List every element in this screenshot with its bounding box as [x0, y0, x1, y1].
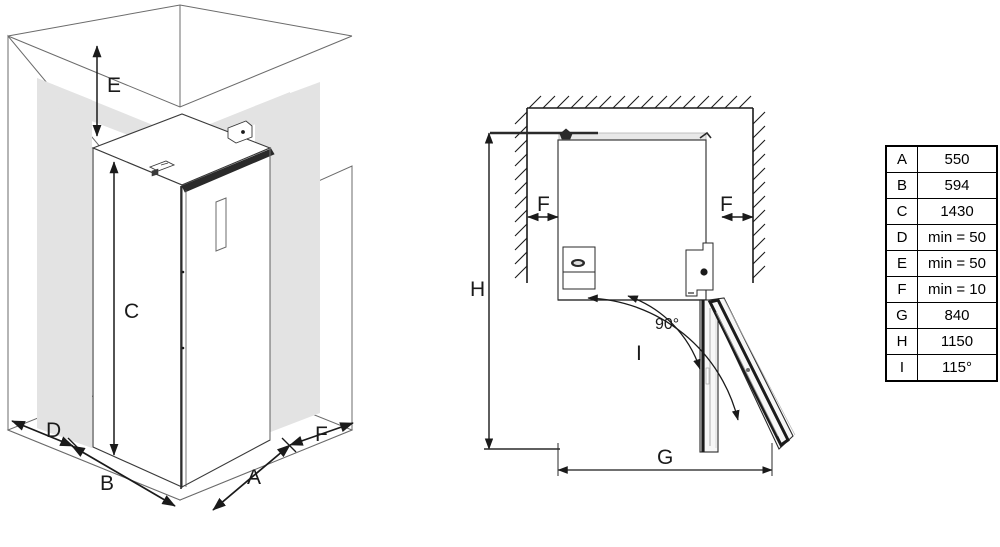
spec-value-G: 840: [917, 302, 998, 329]
wall-hatching-right: [752, 111, 766, 279]
dimension-label-B: B: [100, 472, 114, 495]
spec-key-I: I: [885, 354, 918, 382]
dimension-D: D: [11, 419, 83, 453]
spec-value-H: 1150: [917, 328, 998, 355]
dimension-label-C: C: [124, 300, 139, 323]
wall-hatching-top: [527, 95, 753, 109]
spec-value-B: 594: [917, 172, 998, 199]
swing-arc-115: I: [587, 294, 740, 421]
dimension-C: C: [109, 161, 139, 456]
spec-key-D: D: [885, 224, 918, 251]
spec-key-E: E: [885, 250, 918, 277]
dimension-label-I: I: [636, 342, 642, 365]
dimension-label-F-left: F: [537, 193, 550, 216]
spec-key-A: A: [885, 145, 918, 173]
dimension-F-left: F: [527, 193, 559, 222]
spec-key-G: G: [885, 302, 918, 329]
dimension-spec-table: A 550 B 594 C 1430 D min = 50 E min = 50…: [885, 145, 998, 382]
dimension-A: A: [212, 437, 297, 511]
spec-key-F: F: [885, 276, 918, 303]
dimension-B: B: [71, 445, 176, 507]
table-row: B 594: [885, 172, 998, 199]
table-row: C 1430: [885, 198, 998, 225]
dimension-F-iso: F: [289, 422, 354, 446]
top-plan-view: 90° I H F F: [470, 95, 796, 476]
dimension-label-D: D: [46, 419, 61, 442]
spec-key-C: C: [885, 198, 918, 225]
dimension-label-A: A: [247, 466, 261, 489]
appliance-plan-body: [490, 128, 714, 301]
dimension-label-H: H: [470, 278, 485, 301]
dimension-label-G: G: [657, 446, 673, 469]
table-row: G 840: [885, 302, 998, 329]
spec-value-D: min = 50: [917, 224, 998, 251]
table-row: D min = 50: [885, 224, 998, 251]
spec-value-E: min = 50: [917, 250, 998, 277]
dimension-label-E: E: [107, 74, 121, 97]
dimension-label-F-iso: F: [315, 423, 328, 446]
dimension-label-F-right: F: [720, 193, 733, 216]
wall-hatching-left: [514, 111, 528, 279]
dimension-G: G: [557, 443, 773, 476]
table-row: E min = 50: [885, 250, 998, 277]
dimension-H: H: [470, 132, 560, 450]
table-row: F min = 10: [885, 276, 998, 303]
appliance-body: [91, 113, 275, 489]
door-panel-115deg: [707, 297, 796, 450]
spec-key-H: H: [885, 328, 918, 355]
table-row: I 115°: [885, 354, 998, 382]
door-panel-90deg: [699, 299, 719, 453]
spec-key-B: B: [885, 172, 918, 199]
table-row: H 1150: [885, 328, 998, 355]
spec-value-C: 1430: [917, 198, 998, 225]
spec-value-I: 115°: [917, 354, 998, 382]
dimension-F-right: F: [720, 193, 754, 222]
spec-value-F: min = 10: [917, 276, 998, 303]
spec-table-body: A 550 B 594 C 1430 D min = 50 E min = 50…: [885, 145, 998, 382]
dimension-E: E: [92, 45, 121, 137]
angle-label-90: 90°: [655, 316, 679, 333]
spec-value-A: 550: [917, 145, 998, 173]
table-row: A 550: [885, 145, 998, 173]
